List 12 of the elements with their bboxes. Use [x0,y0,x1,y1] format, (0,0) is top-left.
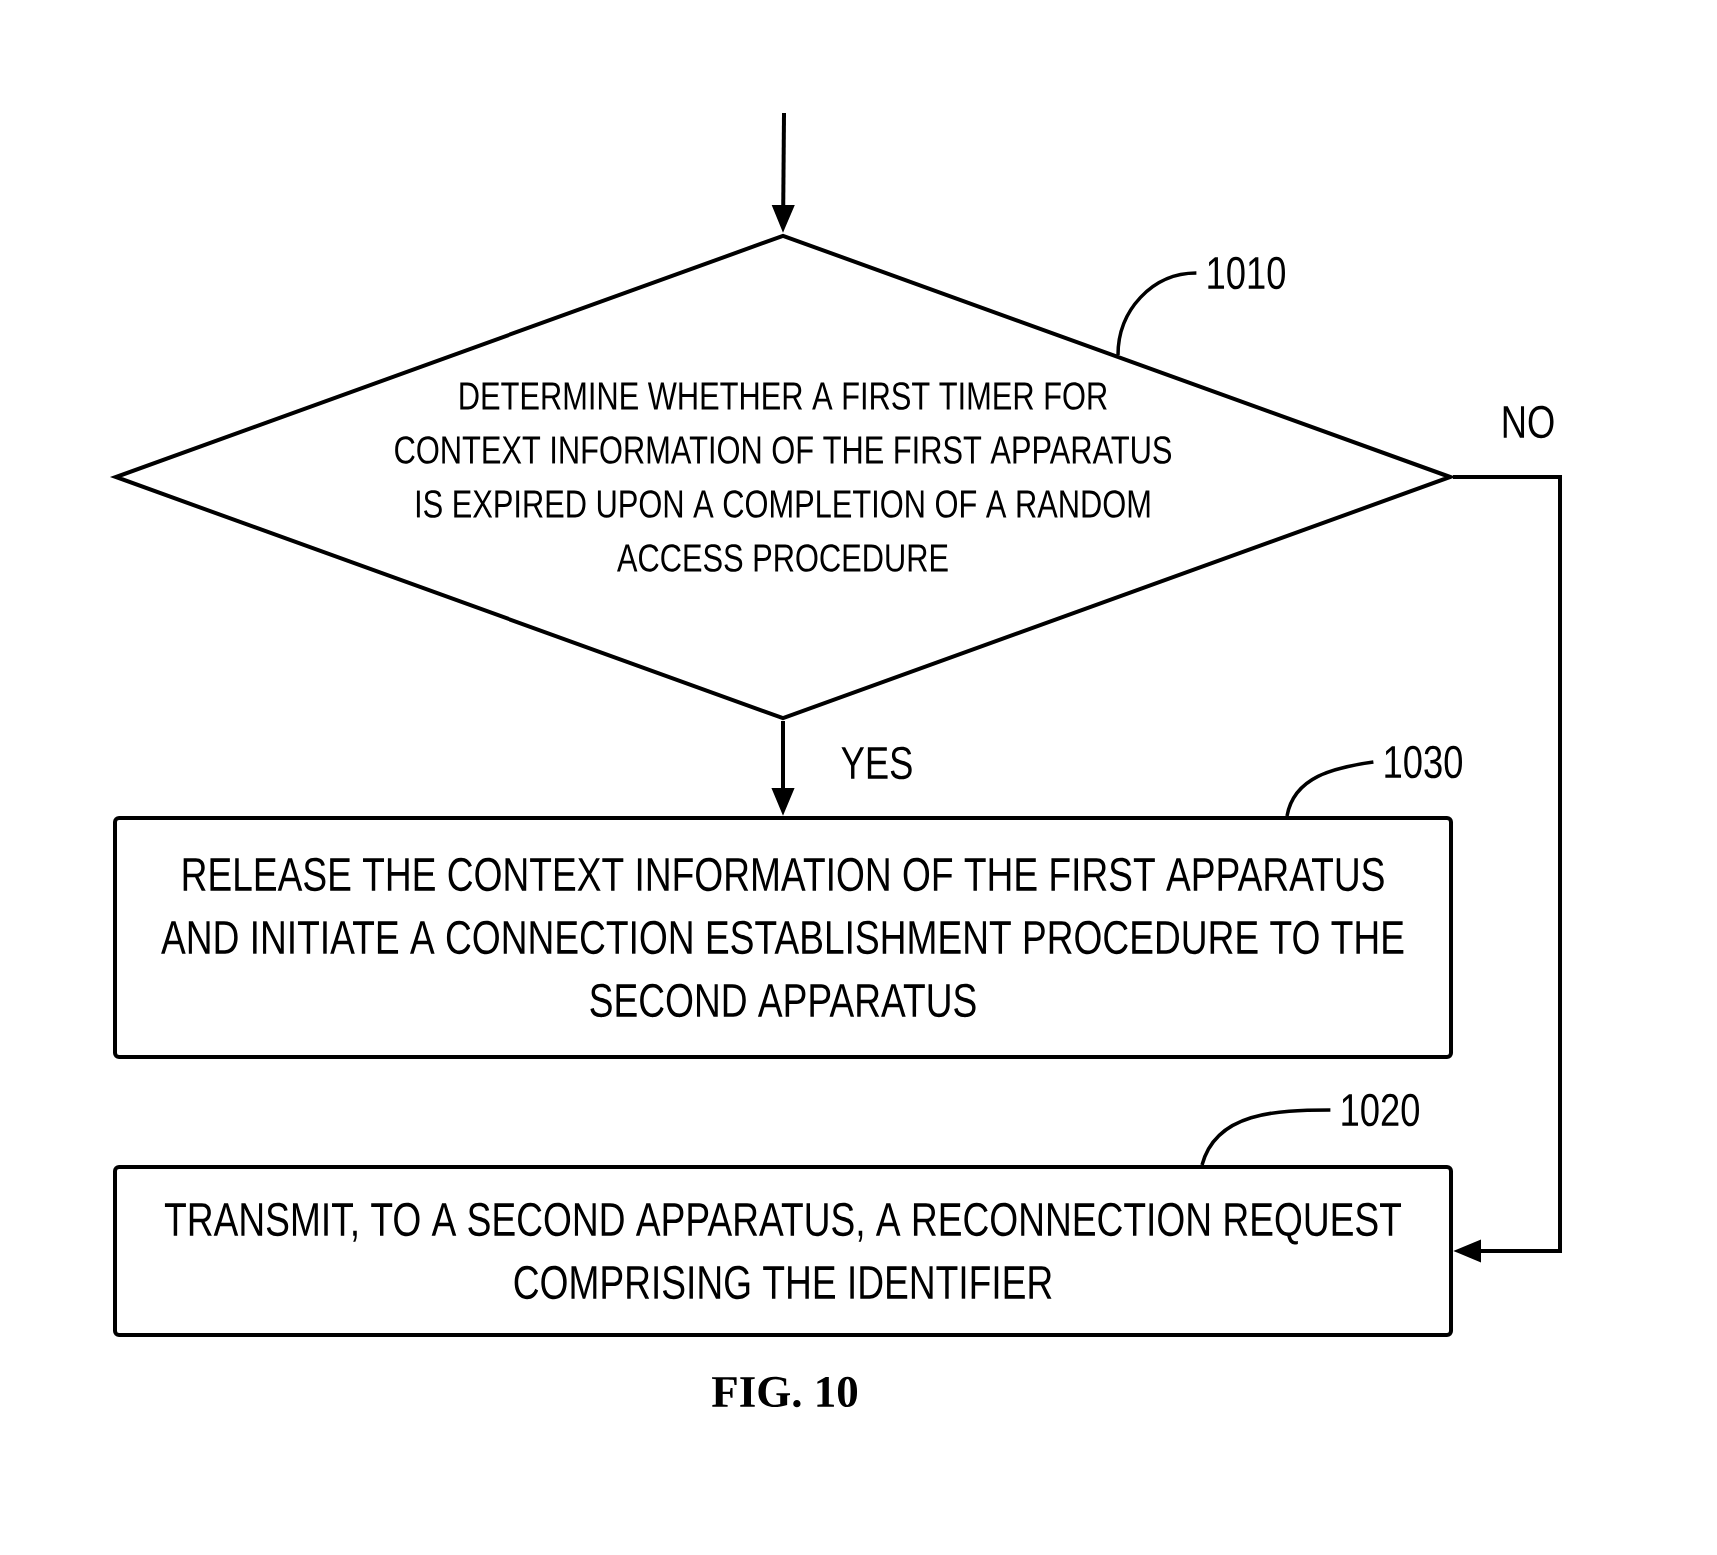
process-box: RELEASE THE CONTEXT INFORMATION OF THE FIRST APPARATUS AND INITIATE A CONNECTION ESTABLISHMENT PROCEDURE TO THE SECOND APPARATUS [113,816,1453,1059]
leader-line [1116,271,1197,356]
leader-line [1285,760,1374,817]
edge-label: NO [1498,403,1558,441]
reference-number: 1010 [1208,256,1285,290]
figure-caption: FIG. 10 [712,1376,858,1408]
edge-label: YES [838,744,916,782]
leader-line [1200,1108,1331,1166]
arrow [1453,475,1562,1263]
reference-number: 1020 [1342,1093,1419,1127]
reference-number: 1030 [1385,745,1462,779]
process-box: TRANSMIT, TO A SECOND APPARATUS, A RECONNECTION REQUEST COMPRISING THE IDENTIFIER [113,1165,1453,1337]
